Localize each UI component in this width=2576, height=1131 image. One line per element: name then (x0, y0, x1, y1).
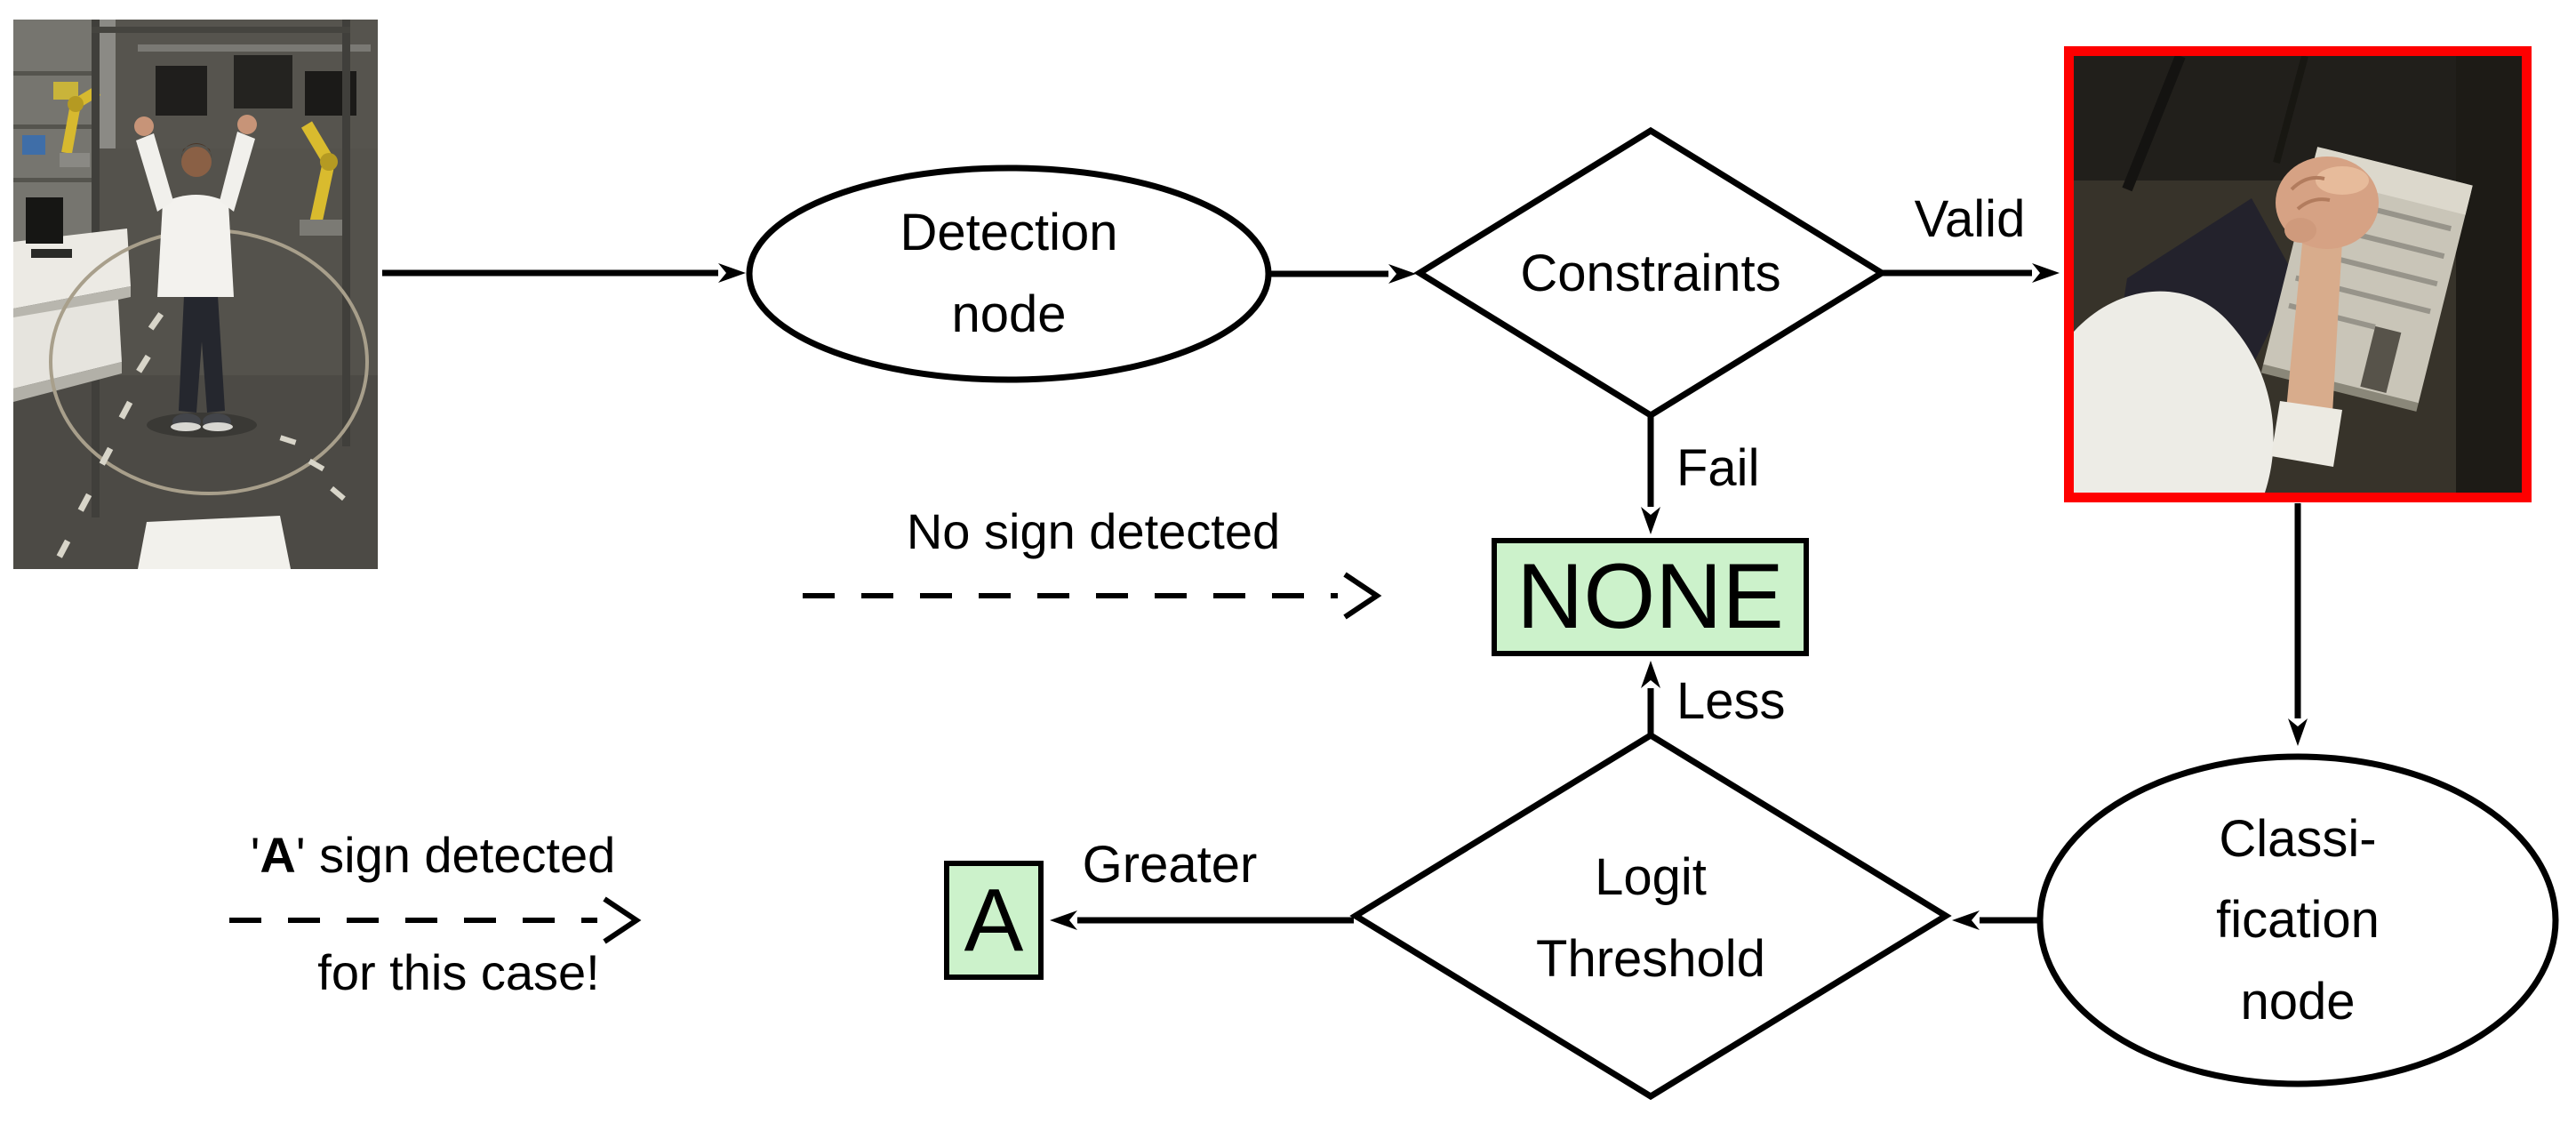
detection-node-ellipse (746, 164, 1272, 383)
edge-label-valid: Valid (1914, 190, 2026, 248)
none-result-label: NONE (1516, 545, 1784, 648)
annotation-no-sign-detected: No sign detected (906, 503, 1281, 559)
logit-threshold-label-line2: Threshold (1536, 930, 1765, 988)
classification-node-label-line3: node (2240, 972, 2356, 1031)
annotation-a-sign-detected: 'A' sign detected (166, 830, 700, 880)
detected-fist-crop-art (2074, 56, 2522, 493)
classification-node-label: Classi- fication node (2084, 791, 2511, 1049)
none-result-box: NONE (1492, 538, 1809, 656)
edge-label-less: Less (1676, 672, 1786, 730)
logit-threshold-diamond (1349, 731, 1952, 1101)
detection-node-label-line1: Detection (900, 204, 1118, 262)
dashed-arrow-no-sign-head (1343, 572, 1382, 620)
constraints-node-label-text: Constraints (1520, 245, 1781, 303)
lab-overview-photo (13, 20, 378, 569)
dashed-arrow-a-sign-head (603, 896, 642, 944)
detection-node-label: Detection node (751, 180, 1267, 367)
lab-overview-photo-art (13, 20, 378, 569)
annotation-a-sign-pre: ' (250, 827, 260, 883)
classification-node-label-line1: Classi- (2219, 809, 2377, 868)
edge-label-greater: Greater (1082, 836, 1258, 894)
annotation-a-sign-letter: A (260, 827, 296, 883)
detected-fist-crop (2064, 46, 2532, 502)
classification-node-label-line2: fication (2216, 891, 2380, 950)
logit-threshold-label-line1: Logit (1595, 848, 1707, 907)
annotation-for-this-case: for this case! (317, 944, 600, 1000)
edge-label-fail: Fail (1676, 439, 1760, 497)
a-result-box: A (944, 861, 1044, 980)
annotation-a-sign-post: ' sign detected (295, 827, 616, 883)
logit-threshold-node-label: Logit Threshold (1437, 834, 1864, 1003)
constraints-node-label: Constraints (1446, 245, 1855, 302)
a-result-label: A (964, 870, 1024, 970)
detection-node-label-line2: node (951, 285, 1067, 343)
